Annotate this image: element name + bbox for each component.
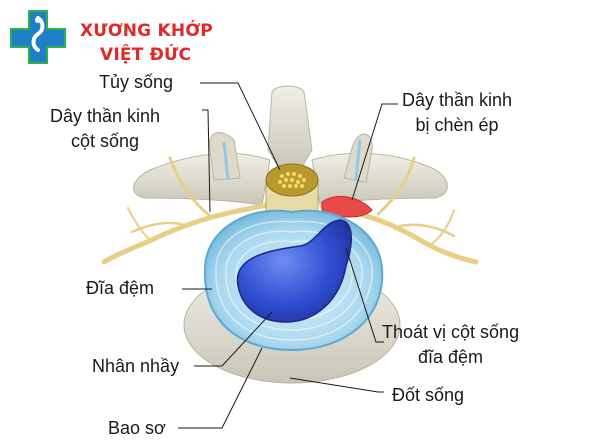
leader-tuy-song — [200, 82, 281, 171]
brand-name-line2: VIỆT ĐỨC — [100, 45, 192, 65]
brand-logo: XƯƠNG KHỚP VIỆT ĐỨC — [8, 8, 213, 66]
label-thoat-vi-cot-song-dia-dem: Thoát vị cột sống đĩa đệm — [382, 320, 519, 370]
left-spinal-nerve — [101, 156, 271, 265]
label-day-than-kinh-cot-song: Dây thần kinh cột sống — [50, 104, 160, 154]
label-bao-so: Bao sơ — [108, 418, 166, 438]
label-tuy-song: Tủy sống — [99, 72, 174, 92]
nucleus-pulposus — [236, 219, 352, 323]
label-day-than-kinh-bi-chen-ep: Dây thần kinh bị chèn ép — [402, 88, 512, 138]
label-day-than-kinh-cot-song-line1: Dây thần kinh — [50, 106, 161, 126]
label-day-than-kinh-bi-chen-ep-line1: Dây thần kinh — [402, 90, 513, 110]
label-thoat-vi-line2: đĩa đệm — [418, 347, 484, 367]
label-nhan-nhay: Nhân nhầy — [92, 356, 180, 376]
left-transverse-process — [133, 152, 271, 206]
leader-nhan-nhay — [194, 311, 273, 367]
leader-dot-song — [289, 377, 384, 393]
label-dot-song: Đốt sống — [392, 385, 465, 405]
medical-cross-icon — [10, 10, 66, 64]
label-dia-dem: Đĩa đệm — [86, 278, 155, 298]
leader-day-than-kinh-cot-song — [202, 109, 211, 213]
label-thoat-vi-line1: Thoát vị cột sống — [382, 322, 520, 342]
leader-day-than-kinh-bi-chen-ep — [351, 103, 398, 201]
spinous-process — [267, 85, 313, 171]
leader-lines — [178, 82, 398, 429]
label-day-than-kinh-bi-chen-ep-line2: bị chèn ép — [415, 115, 499, 135]
brand-name-line1: XƯƠNG KHỚP — [80, 21, 213, 41]
leader-bao-so — [178, 347, 263, 429]
leader-thoat-vi — [345, 247, 384, 343]
label-day-than-kinh-cot-song-line2: cột sống — [71, 131, 140, 151]
